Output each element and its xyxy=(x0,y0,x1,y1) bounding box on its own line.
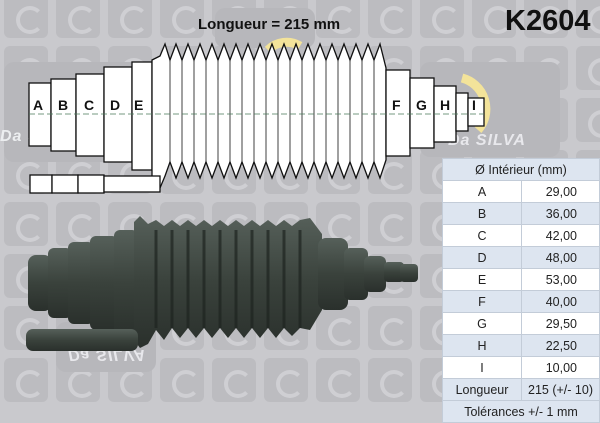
section-label-a: A xyxy=(33,97,44,113)
section-label-i: I xyxy=(472,97,476,113)
length-title: Longueur = 215 mm xyxy=(198,16,341,33)
background-tile xyxy=(472,0,516,38)
background-tile xyxy=(212,358,256,402)
background-tile xyxy=(576,46,600,90)
boot-drawing xyxy=(28,41,485,194)
row-value: 36,00 xyxy=(521,202,600,225)
background-tile xyxy=(4,358,48,402)
background-tile xyxy=(160,0,204,38)
row-value: 42,00 xyxy=(521,224,600,247)
background-tile xyxy=(316,306,360,350)
background-tile xyxy=(524,0,568,38)
row-key: H xyxy=(442,334,522,357)
row-key: F xyxy=(442,290,522,313)
background-tile xyxy=(576,0,600,38)
background-tile xyxy=(368,358,412,402)
watermark-logo: Da SILVA xyxy=(448,132,526,149)
section-label-h: H xyxy=(440,97,451,113)
row-value: 29,50 xyxy=(521,312,600,335)
row-key: I xyxy=(442,356,522,379)
background-tile xyxy=(420,0,464,38)
section-label-c: C xyxy=(84,97,95,113)
row-key: B xyxy=(442,202,522,225)
section-label-f: F xyxy=(392,97,401,113)
background-tile xyxy=(264,358,308,402)
background-tile xyxy=(160,358,204,402)
background-tile xyxy=(108,0,152,38)
row-key: D xyxy=(442,246,522,269)
row-key: G xyxy=(442,312,522,335)
background-tile xyxy=(368,0,412,38)
background-tile xyxy=(56,0,100,38)
row-value: 53,00 xyxy=(521,268,600,291)
background-tile xyxy=(368,202,412,246)
row-value: 48,00 xyxy=(521,246,600,269)
background-tile xyxy=(368,306,412,350)
section-label-d: D xyxy=(110,97,121,113)
section-label-b: B xyxy=(58,97,69,113)
section-label-e: E xyxy=(134,97,144,113)
section-label-g: G xyxy=(416,97,427,113)
product-reference: K2604 xyxy=(505,5,591,37)
tolerance-note: Tolérances +/- 1 mm xyxy=(442,400,600,423)
table-header-row: Ø Intérieur (mm) xyxy=(442,158,600,181)
table-header: Ø Intérieur (mm) xyxy=(442,158,600,181)
row-value: 10,00 xyxy=(521,356,600,379)
row-value: 29,00 xyxy=(521,180,600,203)
background-tile xyxy=(4,0,48,38)
background-tile xyxy=(4,202,48,246)
row-key: E xyxy=(442,268,522,291)
row-key: C xyxy=(442,224,522,247)
row-value: 40,00 xyxy=(521,290,600,313)
tolerance-row: Tolérances +/- 1 mm xyxy=(442,400,600,423)
boot-photo xyxy=(26,216,418,351)
background-tile xyxy=(576,98,600,142)
background-tile xyxy=(316,358,360,402)
row-value: 22,50 xyxy=(521,334,600,357)
length-label: Longueur xyxy=(442,378,522,401)
length-value: 215 (+/- 10) xyxy=(521,378,600,401)
background-tile xyxy=(316,0,360,38)
row-key: A xyxy=(442,180,522,203)
